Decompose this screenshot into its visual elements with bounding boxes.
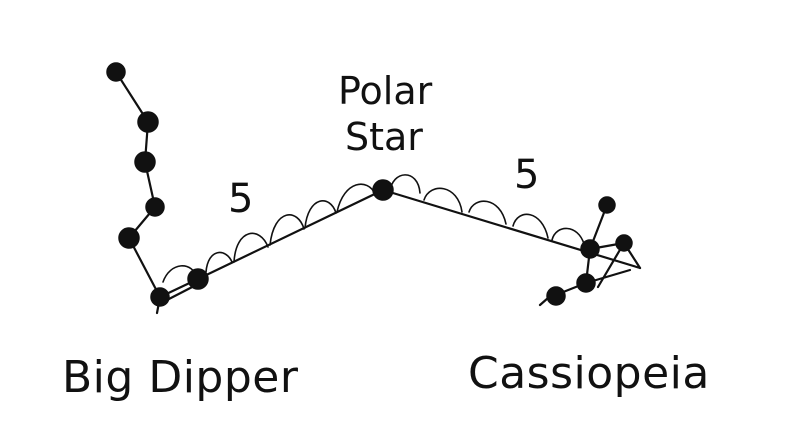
left-arc-3 [233, 232, 269, 263]
polar-star-label-line2: Star [345, 115, 423, 159]
big-dipper-star [145, 197, 165, 217]
right-arc-2 [423, 187, 463, 213]
big-dipper-label: Big Dipper [62, 352, 299, 403]
big-dipper-star [137, 111, 159, 133]
big-dipper-star [134, 151, 156, 173]
left-distance-arcs [162, 183, 376, 283]
left-distance-count: 5 [228, 176, 253, 222]
cassiopeia-star [576, 273, 596, 293]
big-dipper-star [187, 268, 209, 290]
right-arc-1 [389, 174, 421, 194]
big-dipper-stars [106, 62, 209, 307]
big-dipper-star [118, 227, 140, 249]
big-dipper-star [106, 62, 126, 82]
cassiopeia-star [615, 234, 633, 252]
cassiopeia-stars [546, 196, 633, 306]
big-dipper-handle-line [114, 70, 162, 315]
right-arc-4 [512, 213, 549, 239]
left-arc-4 [269, 214, 305, 246]
cassiopeia-label: Cassiopeia [468, 348, 710, 399]
left-arc-2 [205, 251, 233, 273]
left-arc-5 [304, 200, 337, 229]
cassiopeia-star [580, 239, 600, 259]
right-distance-count: 5 [514, 152, 539, 198]
cassiopeia-line-top [588, 203, 642, 270]
polar-star-label-line1: Polar [338, 69, 433, 113]
pointer-line [158, 188, 642, 299]
right-arc-3 [468, 200, 507, 225]
big-dipper-lines [114, 70, 162, 315]
big-dipper-star [150, 287, 170, 307]
cassiopeia-line-bottom [538, 247, 592, 307]
right-distance-arcs [389, 174, 585, 245]
left-arc-6 [336, 183, 376, 213]
polar-star-dot [372, 179, 394, 201]
cassiopeia-star [546, 286, 566, 306]
right-arc-5 [551, 227, 585, 245]
cassiopeia-star [598, 196, 616, 214]
